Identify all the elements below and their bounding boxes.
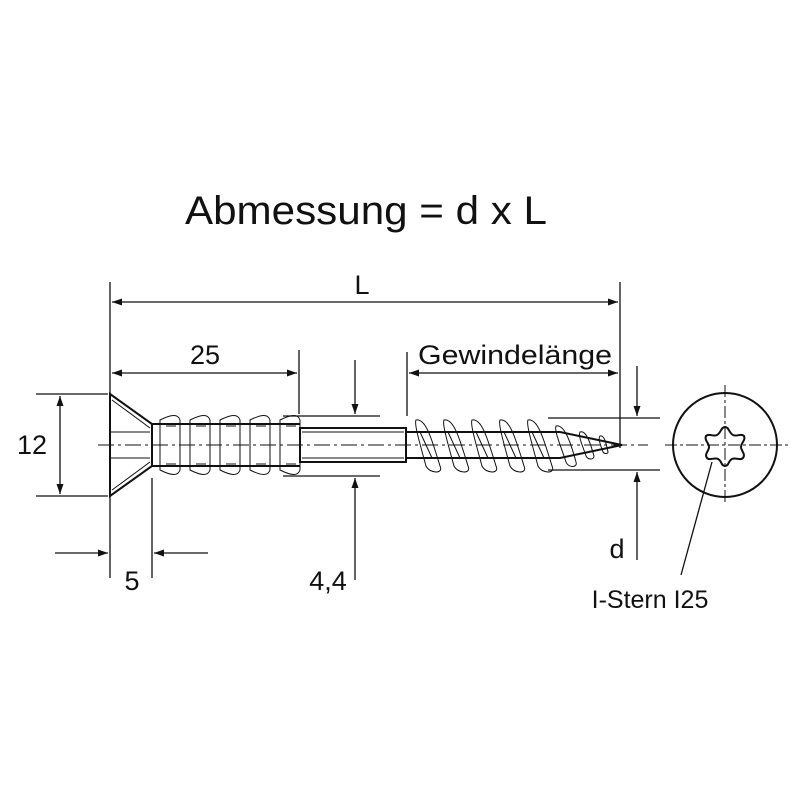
torx-star-icon: [704, 425, 746, 468]
drive-label: I-Stern I25: [592, 586, 709, 614]
screw-thread: [406, 419, 623, 473]
dimension-head-height: 5: [55, 478, 208, 596]
dimension-label-thread: Gewindelänge: [418, 340, 612, 370]
dimension-label-head-diameter: 12: [17, 430, 47, 460]
dimension-length-L: L: [109, 270, 621, 498]
dimension-label-thread-diameter: d: [609, 534, 624, 564]
screw-shank: [299, 427, 407, 463]
dimension-shank-diameter: 4,4: [283, 360, 380, 596]
dimension-label-head-height: 5: [124, 566, 139, 596]
screw-end-view: I-Stern I25: [592, 385, 788, 614]
screw-side-view: [98, 392, 648, 498]
dimension-label-shank: 4,4: [309, 566, 347, 596]
dimension-head-diameter: 12: [17, 393, 108, 497]
dimension-label-unthreaded: 25: [190, 340, 220, 370]
dimension-unthreaded-length: 25: [112, 340, 300, 414]
head-ribs: [152, 415, 301, 475]
dimension-thread-length: Gewindelänge: [406, 340, 618, 416]
dimension-label-length: L: [354, 270, 369, 300]
diagram-title: Abmessung = d x L: [185, 189, 547, 233]
drive-leader-line: [680, 461, 713, 576]
dimension-thread-diameter: d: [548, 366, 660, 564]
